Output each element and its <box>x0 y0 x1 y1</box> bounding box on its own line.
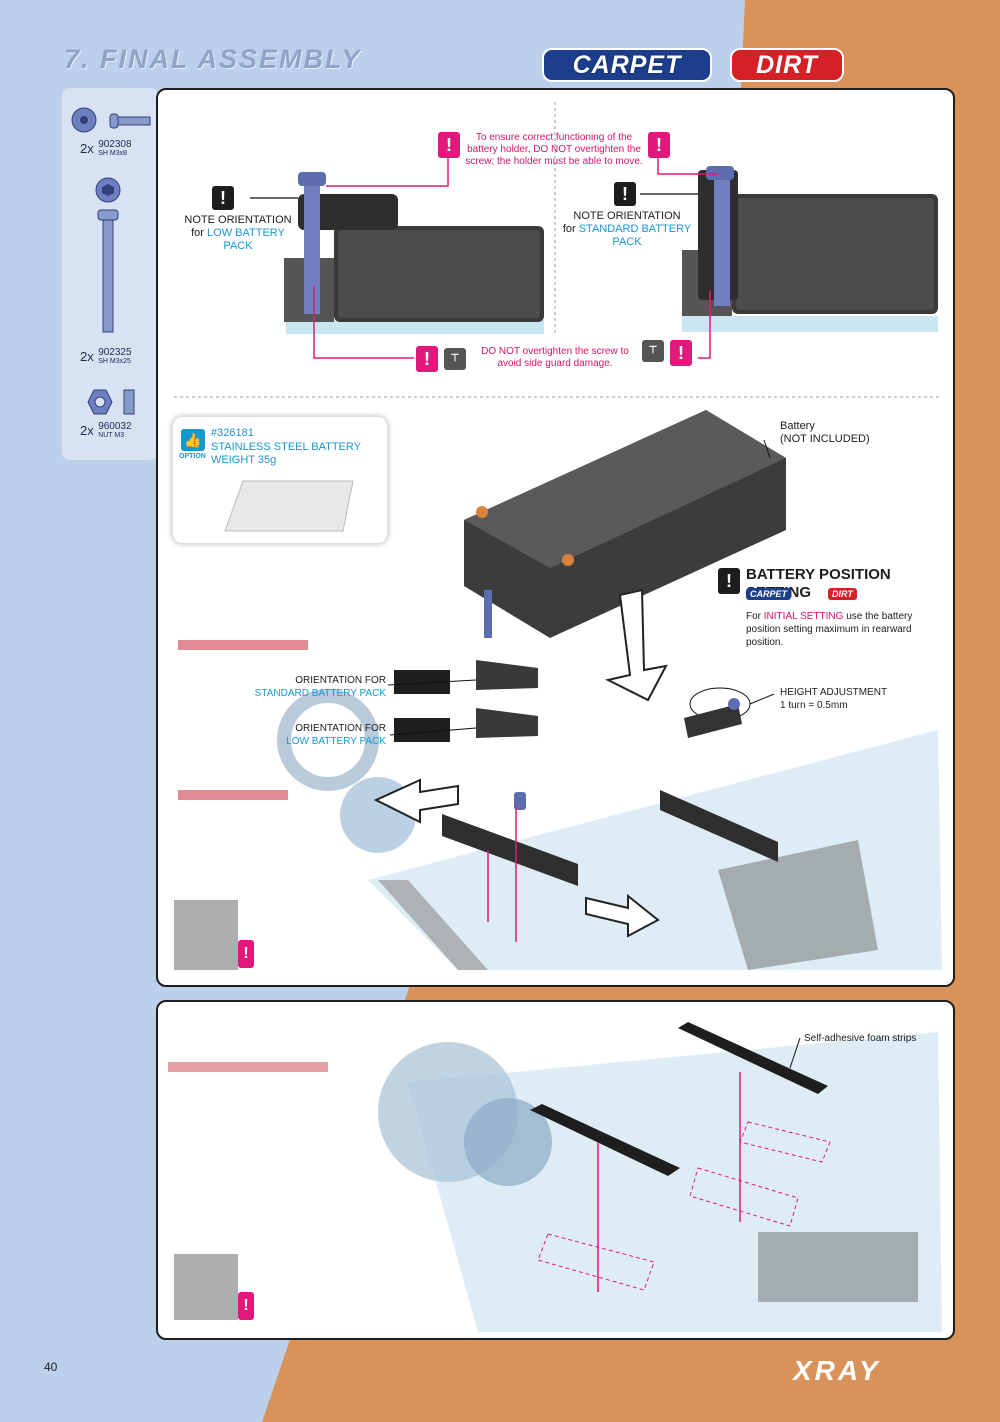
warning-icon: ! <box>670 340 692 366</box>
foam-strip-panel: Self-adhesive foam strips ! <box>156 1000 955 1340</box>
warning-icon: ! <box>438 132 460 158</box>
note-standard-battery: NOTE ORIENTATION for STANDARD BATTERY PA… <box>562 210 692 248</box>
note-low-battery: NOTE ORIENTATION for LOW BATTERY PACK <box>184 214 292 252</box>
assembly-illustration <box>174 102 942 970</box>
setting-carpet-badge: CARPET <box>746 588 792 600</box>
tire-warning-icon: ! <box>238 1292 254 1320</box>
page-title: 7. FINAL ASSEMBLY <box>64 44 362 74</box>
warning-icon: ! <box>416 346 438 372</box>
height-adjustment-label: HEIGHT ADJUSTMENT 1 turn = 0.5mm <box>780 687 888 711</box>
carpet-badge: CARPET <box>542 48 712 82</box>
dirt-badge: DIRT <box>730 48 844 82</box>
warning-icon: ! <box>648 132 670 158</box>
note-icon-setting: ! <box>718 568 740 594</box>
note-icon-standard: ! <box>614 182 636 206</box>
option-tag: OPTION <box>179 453 206 460</box>
holder-warning-text: To ensure correct functioning of the bat… <box>465 132 643 167</box>
setting-text: For INITIAL SETTING use the battery posi… <box>746 611 913 648</box>
orientation-low-label: ORIENTATION FOR LOW BATTERY PACK <box>286 723 386 747</box>
option-code: #326181 <box>211 427 254 439</box>
battery-weight-image <box>224 480 354 532</box>
tire-warning-icon: ! <box>238 940 254 968</box>
foam-strip-illustration <box>168 1022 942 1332</box>
foam-strips-label: Self-adhesive foam strips <box>804 1033 917 1044</box>
side-guard-warning-text: DO NOT overtighten the screw to avoid si… <box>481 346 629 369</box>
orientation-standard-label: ORIENTATION FOR STANDARD BATTERY PACK <box>254 675 386 699</box>
option-card: 👍 OPTION #326181 STAINLESS STEEL BATTERY… <box>172 416 388 544</box>
screw-icon: ⊤ <box>444 348 466 370</box>
button-head-screw-icon <box>71 107 151 133</box>
battery-label: Battery (NOT INCLUDED) <box>780 420 870 445</box>
note-icon-low: ! <box>212 186 234 210</box>
socket-head-screw-icon <box>95 177 121 333</box>
page-number: 40 <box>44 1360 58 1374</box>
screw-icon: ⊤ <box>642 340 664 362</box>
main-assembly-panel: ! NOTE ORIENTATION for LOW BATTERY PACK … <box>156 88 955 987</box>
nut-icon <box>87 389 135 415</box>
option-name: STAINLESS STEEL BATTERY WEIGHT 35g <box>211 441 361 466</box>
setting-dirt-badge: DIRT <box>828 588 857 600</box>
thumbs-up-icon: 👍 <box>181 429 205 451</box>
brand-logo: XRAY <box>793 1355 881 1386</box>
